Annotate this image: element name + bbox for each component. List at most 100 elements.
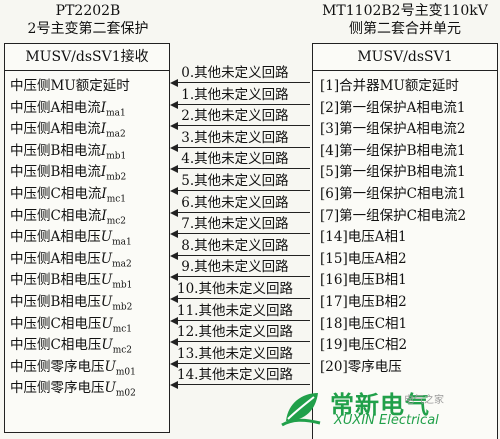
connection-arrow: 14.其他未定义回路	[170, 366, 310, 390]
left-signal-item: 中压侧A相电压Uma1	[10, 227, 132, 253]
left-signal-item: 中压侧C相电流Imc1	[10, 184, 126, 210]
left-signal-label: 中压侧C相电压	[10, 315, 102, 332]
arrowhead-icon	[170, 295, 178, 303]
right-device-name: 侧第二套合并单元	[349, 21, 461, 37]
right-signal-item: [17]电压B相2	[320, 294, 407, 310]
left-signal-item: 中压侧B相电压Umb1	[10, 270, 132, 296]
left-signal-symbol: I	[101, 186, 107, 202]
connection-label: 10.其他未定义回路	[177, 281, 293, 297]
left-signal-subscript: mb1	[112, 281, 133, 292]
left-signal-item: 中压侧MU额定延时	[10, 76, 130, 96]
right-signal-item: [6]第一组保护C相电流1	[320, 186, 467, 202]
left-signal-label: 中压侧A相电压	[10, 250, 101, 267]
left-signal-subscript: m02	[115, 389, 136, 400]
connection-label: 2.其他未定义回路	[181, 108, 289, 125]
connection-arrow: 6.其他未定义回路	[170, 194, 310, 217]
connection-line	[176, 103, 310, 105]
right-signal-item: [19]电压C相2	[320, 337, 408, 354]
watermark: 常新电气 电气之家 XUXIN Electrical	[278, 385, 488, 431]
right-signal-item: [7]第一组保护C相电流2	[320, 207, 467, 224]
left-signal-subscript: mc1	[106, 194, 126, 205]
connection-label: 12.其他未定义回路	[177, 324, 293, 341]
left-device-id: PT2202B	[55, 3, 121, 19]
left-device-title: PT2202B 2号主变第二套保护	[8, 2, 168, 38]
connection-line	[176, 82, 310, 83]
right-signal-item: [4]第一组保护B相电流1	[320, 142, 466, 159]
left-signal-item: 中压侧B相电流Imb2	[10, 162, 126, 188]
connection-arrow: 12.其他未定义回路	[170, 323, 310, 347]
right-signal-item: [2]第一组保护A相电流1	[320, 99, 466, 116]
left-receiver-box: MUSV/dsSV1接收	[4, 43, 170, 433]
left-signal-subscript: mc1	[112, 324, 133, 335]
connection-line	[176, 233, 310, 235]
connection-arrow: 11.其他未定义回路	[170, 302, 310, 325]
left-signal-symbol: U	[100, 250, 113, 267]
connection-line	[176, 125, 310, 127]
connection-label: 11.其他未定义回路	[177, 302, 293, 319]
left-signal-subscript: m01	[115, 367, 136, 378]
left-signal-item: 中压侧C相电流Imc2	[10, 206, 126, 232]
connection-label: 0.其他未定义回路	[181, 65, 289, 81]
left-signal-label: 中压侧零序电压	[10, 380, 105, 397]
connection-label: 7.其他未定义回路	[181, 216, 289, 233]
left-signal-subscript: ma1	[112, 237, 132, 248]
arrowhead-icon	[170, 122, 178, 131]
connection-arrow: 10.其他未定义回路	[170, 280, 310, 303]
connection-line	[176, 298, 310, 299]
left-box-header: MUSV/dsSV1接收	[5, 44, 169, 71]
connection-label: 1.其他未定义回路	[181, 86, 289, 103]
right-signal-item: [18]电压C相1	[320, 315, 408, 332]
connection-line	[176, 254, 310, 256]
left-signal-symbol: U	[100, 294, 113, 310]
connection-label: 6.其他未定义回路	[181, 194, 289, 211]
arrowhead-icon	[170, 165, 178, 174]
right-signal-item: [1]合并器MU额定延时	[320, 78, 459, 94]
leaf-logo-icon	[281, 393, 321, 427]
arrowhead-icon	[170, 338, 178, 347]
connection-arrow: 3.其他未定义回路	[170, 129, 310, 152]
left-signal-item: 中压侧A相电流Ima1	[10, 98, 126, 124]
right-device-id: MT1102B2号主变110kV	[322, 3, 488, 19]
left-signal-item: 中压侧B相电流Imb1	[10, 141, 126, 167]
arrowhead-icon	[170, 208, 178, 217]
left-signal-subscript: mb2	[106, 173, 127, 184]
arrowhead-icon	[170, 251, 178, 260]
left-signal-label: 中压侧B相电压	[10, 294, 101, 310]
left-signal-subscript: ma2	[112, 259, 132, 270]
connection-line	[176, 384, 310, 386]
left-signal-label: 中压侧A相电压	[10, 229, 101, 246]
connection-line	[176, 276, 310, 278]
left-signal-symbol: U	[101, 337, 113, 354]
connection-label: 13.其他未定义回路	[177, 345, 293, 362]
left-signal-item: 中压侧零序电压Um01	[10, 357, 136, 383]
arrowhead-icon	[170, 359, 178, 368]
left-signal-label: 中压侧C相电流	[10, 207, 102, 224]
left-signal-symbol: U	[100, 229, 113, 246]
right-signal-item: [3]第一组保护A相电流2	[320, 121, 466, 138]
arrowhead-icon	[170, 143, 178, 152]
left-signal-label: 中压侧C相电流	[10, 186, 102, 202]
right-device-title: MT1102B2号主变110kV 侧第二套合并单元	[312, 2, 498, 38]
left-signal-subscript: mb2	[112, 302, 133, 313]
arrowhead-icon	[170, 316, 178, 325]
left-signal-item: 中压侧A相电流Ima2	[10, 119, 126, 145]
connection-arrow: 7.其他未定义回路	[170, 215, 310, 239]
arrowhead-icon	[170, 100, 178, 109]
left-signal-label: 中压侧B相电流	[10, 164, 101, 181]
left-signal-label: 中压侧零序电压	[10, 358, 105, 375]
connection-label: 9.其他未定义回路	[181, 259, 289, 276]
left-signal-label: 中压侧B相电流	[10, 142, 101, 159]
left-signal-item: 中压侧A相电压Uma2	[10, 249, 132, 275]
left-signal-symbol: I	[100, 142, 107, 159]
left-device-name: 2号主变第二套保护	[27, 21, 149, 37]
connection-arrow: 1.其他未定义回路	[170, 86, 310, 109]
connection-line	[176, 168, 310, 170]
arrowhead-icon	[170, 79, 178, 87]
connection-arrow: 8.其他未定义回路	[170, 237, 310, 260]
left-signal-symbol: I	[100, 121, 107, 138]
arrowhead-icon	[170, 187, 178, 195]
left-signal-symbol: I	[100, 99, 107, 116]
left-signal-label: 中压侧A相电流	[10, 121, 101, 138]
connection-line	[176, 211, 310, 213]
connection-arrow: 2.其他未定义回路	[170, 107, 310, 131]
